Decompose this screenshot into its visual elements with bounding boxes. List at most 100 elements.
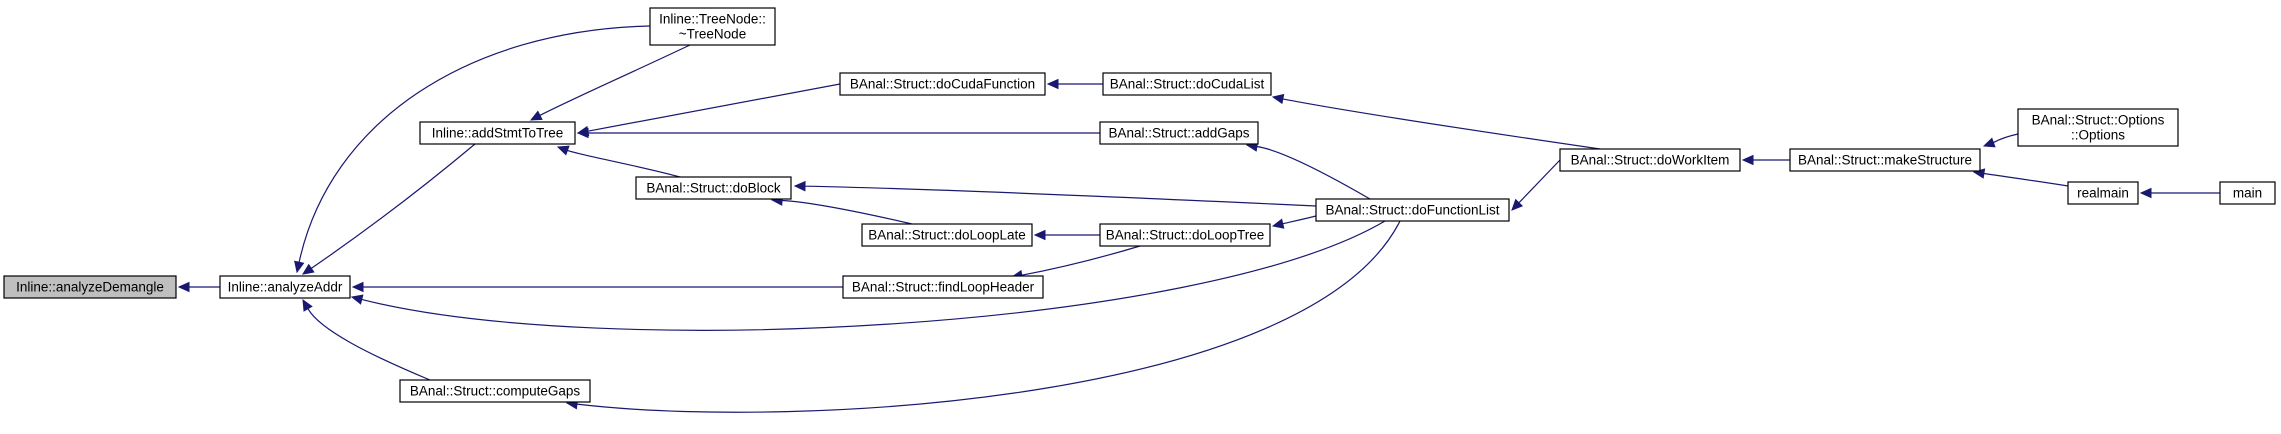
node-box[interactable] bbox=[2017, 108, 2179, 147]
node-label: BAnal::Struct::addGaps bbox=[1108, 126, 1249, 141]
node-label: ::Options bbox=[2071, 128, 2125, 143]
edge-arrowhead bbox=[529, 110, 543, 121]
node-findLoopHeader[interactable]: BAnal::Struct::findLoopHeader bbox=[842, 275, 1044, 299]
edge-line bbox=[1983, 172, 2069, 187]
edge-doFunctionList-to-analyzeAddr bbox=[350, 220, 1386, 331]
node-label: Inline::TreeNode:: bbox=[659, 12, 766, 27]
edge-doFunctionList-to-doBlock bbox=[793, 180, 1317, 207]
edge-arrowhead bbox=[1046, 78, 1059, 90]
edge-arrowhead bbox=[294, 260, 305, 274]
node-label: realmain bbox=[2077, 186, 2129, 201]
node-box[interactable] bbox=[3, 275, 177, 299]
node-label: BAnal::Struct::doLoopTree bbox=[1106, 228, 1265, 243]
edge-line bbox=[1256, 145, 1371, 200]
edge-doCudaFunction-to-addStmtToTree bbox=[576, 83, 841, 137]
edge-arrowhead bbox=[350, 294, 364, 305]
edge-line bbox=[781, 199, 913, 225]
edge-findLoopHeader-to-analyzeAddr bbox=[351, 281, 843, 293]
edge-arrowhead bbox=[1741, 154, 1754, 166]
node-box[interactable] bbox=[649, 7, 776, 46]
node-box[interactable] bbox=[861, 223, 1033, 247]
node-computeGaps[interactable]: BAnal::Struct::computeGaps bbox=[399, 379, 591, 403]
node-label: ~TreeNode bbox=[679, 27, 746, 42]
edge-options-to-makeStructure bbox=[1982, 133, 2019, 148]
node-label: BAnal::Struct::doFunctionList bbox=[1325, 203, 1499, 218]
edge-line bbox=[1282, 98, 1601, 150]
edge-doFunctionList-to-doLoopTree bbox=[1271, 215, 1317, 229]
node-label: Inline::analyzeAddr bbox=[228, 280, 343, 295]
edge-line bbox=[1282, 215, 1317, 225]
edge-doBlock-to-addStmtToTree bbox=[556, 145, 681, 178]
node-doCudaFunction[interactable]: BAnal::Struct::doCudaFunction bbox=[839, 72, 1046, 96]
node-box[interactable] bbox=[219, 275, 351, 299]
node-doFunctionList[interactable]: BAnal::Struct::doFunctionList bbox=[1315, 198, 1510, 222]
edge-line bbox=[1021, 245, 1141, 276]
node-treeNodeDtor[interactable]: Inline::TreeNode::~TreeNode bbox=[649, 7, 776, 46]
node-box[interactable] bbox=[1315, 198, 1510, 222]
edge-main-to-realmain bbox=[2139, 187, 2220, 199]
edge-arrowhead bbox=[2139, 187, 2152, 199]
edge-arrowhead bbox=[301, 263, 315, 275]
node-analyzeDemangle[interactable]: Inline::analyzeDemangle bbox=[3, 275, 177, 299]
node-label: BAnal::Struct::doBlock bbox=[646, 181, 781, 196]
edge-arrowhead bbox=[1271, 93, 1285, 105]
node-box[interactable] bbox=[839, 72, 1046, 96]
node-label: BAnal::Struct::computeGaps bbox=[410, 384, 581, 399]
node-box[interactable] bbox=[1099, 121, 1259, 145]
node-label: Inline::analyzeDemangle bbox=[16, 280, 164, 295]
node-doCudaList[interactable]: BAnal::Struct::doCudaList bbox=[1102, 72, 1272, 96]
edge-arrowhead bbox=[1511, 198, 1524, 211]
node-doBlock[interactable]: BAnal::Struct::doBlock bbox=[635, 176, 792, 200]
node-addGaps[interactable]: BAnal::Struct::addGaps bbox=[1099, 121, 1259, 145]
node-main[interactable]: main bbox=[2219, 181, 2276, 205]
node-box[interactable] bbox=[2219, 181, 2276, 205]
node-box[interactable] bbox=[419, 121, 576, 145]
edge-treeNodeDtor-to-addStmtToTree bbox=[529, 44, 691, 121]
node-box[interactable] bbox=[399, 379, 591, 403]
node-box[interactable] bbox=[842, 275, 1044, 299]
edge-doLoopLate-to-doBlock bbox=[770, 195, 913, 225]
edge-realmain-to-makeStructure bbox=[1972, 168, 2069, 187]
node-box[interactable] bbox=[635, 176, 792, 200]
edge-doFunctionList-to-addGaps bbox=[1245, 141, 1371, 200]
node-realmain[interactable]: realmain bbox=[2067, 181, 2139, 205]
edge-treeNodeDtor-to-analyzeAddr bbox=[294, 25, 651, 274]
edge-line bbox=[307, 308, 431, 381]
node-label: BAnal::Struct::doCudaFunction bbox=[850, 77, 1035, 92]
nodes-layer: Inline::analyzeDemangle Inline::analyzeAd… bbox=[3, 7, 2276, 403]
edge-line bbox=[587, 83, 841, 132]
node-label: main bbox=[2233, 186, 2262, 201]
edge-doLoopTree-to-doLoopLate bbox=[1033, 229, 1100, 241]
node-box[interactable] bbox=[2067, 181, 2139, 205]
edge-line bbox=[1993, 133, 2019, 144]
edge-arrowhead bbox=[177, 281, 190, 293]
node-label: Inline::addStmtToTree bbox=[432, 126, 564, 141]
edge-line bbox=[567, 149, 681, 178]
node-makeStructure[interactable]: BAnal::Struct::makeStructure bbox=[1789, 148, 1981, 172]
node-box[interactable] bbox=[1789, 148, 1981, 172]
node-label: BAnal::Struct::doWorkItem bbox=[1571, 153, 1730, 168]
node-addStmtToTree[interactable]: Inline::addStmtToTree bbox=[419, 121, 576, 145]
node-box[interactable] bbox=[1102, 72, 1272, 96]
edge-arrowhead bbox=[793, 180, 806, 192]
edge-line bbox=[298, 25, 651, 263]
edge-line bbox=[804, 185, 1317, 207]
edge-line bbox=[310, 143, 476, 269]
node-label: BAnal::Struct::findLoopHeader bbox=[852, 280, 1035, 295]
node-doWorkItem[interactable]: BAnal::Struct::doWorkItem bbox=[1559, 148, 1741, 172]
edge-line bbox=[539, 44, 691, 116]
edge-arrowhead bbox=[351, 281, 364, 293]
edge-arrowhead bbox=[556, 145, 570, 156]
node-analyzeAddr[interactable]: Inline::analyzeAddr bbox=[219, 275, 351, 299]
node-label: BAnal::Struct::makeStructure bbox=[1798, 153, 1972, 168]
edge-line bbox=[576, 220, 1401, 413]
edge-arrowhead bbox=[1271, 218, 1285, 229]
edge-arrowhead bbox=[302, 298, 313, 312]
node-doLoopLate[interactable]: BAnal::Struct::doLoopLate bbox=[861, 223, 1033, 247]
node-options[interactable]: BAnal::Struct::Options::Options bbox=[2017, 108, 2179, 147]
node-doLoopTree[interactable]: BAnal::Struct::doLoopTree bbox=[1099, 223, 1271, 247]
node-box[interactable] bbox=[1099, 223, 1271, 247]
node-label: BAnal::Struct::doLoopLate bbox=[868, 228, 1026, 243]
node-box[interactable] bbox=[1559, 148, 1741, 172]
